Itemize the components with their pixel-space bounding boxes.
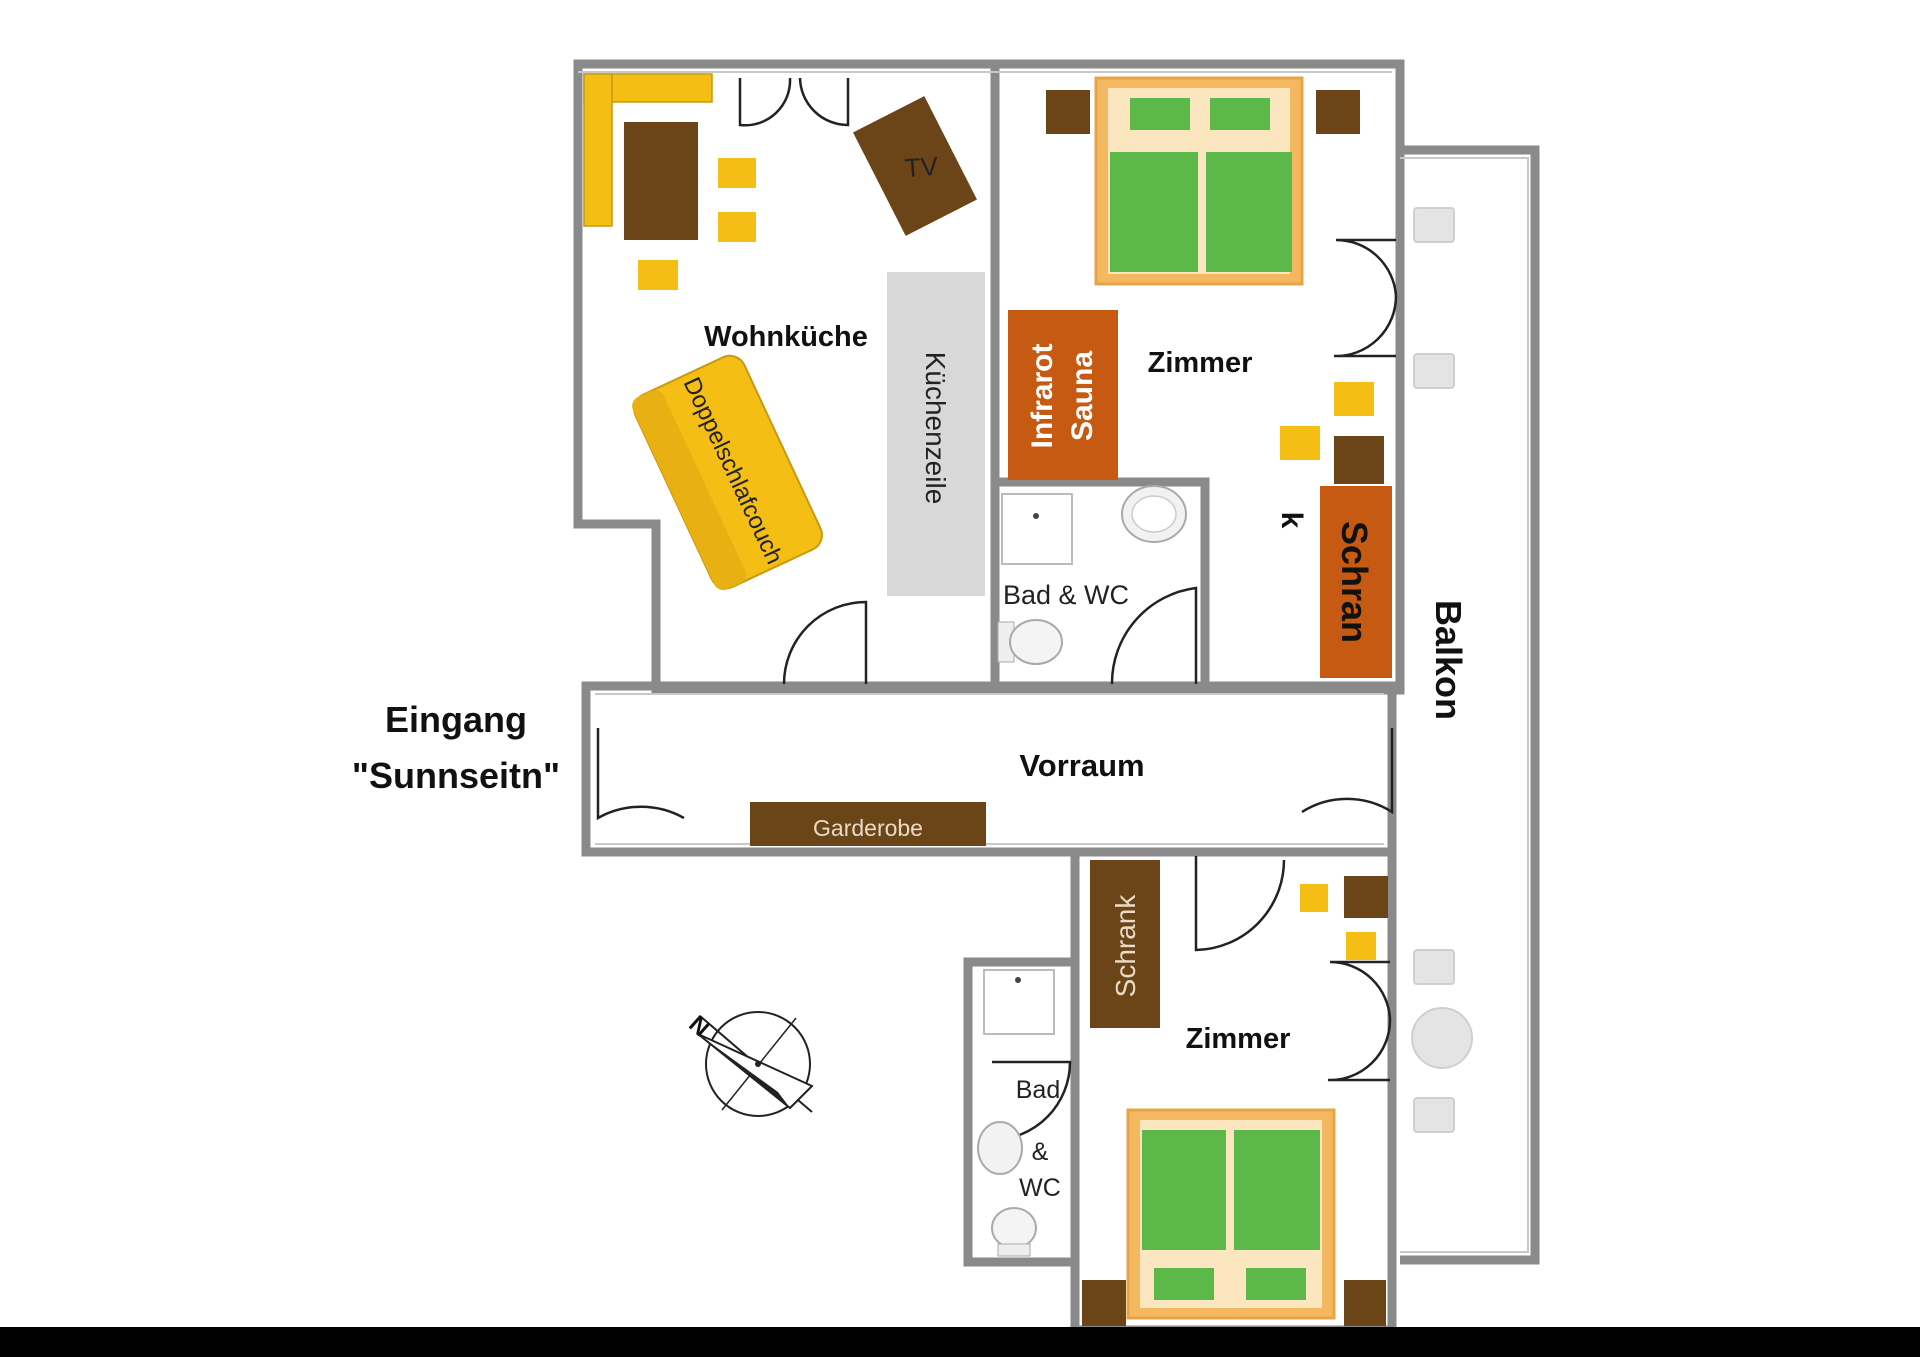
- door-kitchen-right: [798, 77, 850, 127]
- sink-bottom: [977, 1121, 1023, 1175]
- bottom-bar: [0, 1327, 1920, 1357]
- door-bad-top: [1110, 586, 1198, 685]
- room-label-bad-bottom-2: &: [1032, 1138, 1049, 1166]
- walls: [573, 59, 1540, 1335]
- bathtub-shower-top: [1001, 493, 1073, 565]
- bed-bottom: [1126, 1108, 1336, 1320]
- kuechenzeile: [887, 272, 985, 596]
- door-lower-bedroom: [1194, 856, 1286, 952]
- wall-bad-top: [995, 477, 1210, 690]
- chairs-top-bedroom: [1280, 382, 1374, 460]
- tv-label: TV: [904, 151, 940, 183]
- door-balcony-bottom-1: [1329, 960, 1392, 1021]
- door-balcony-bottom-2: [1327, 1019, 1392, 1082]
- schrank-top-label-k: k: [1275, 512, 1308, 529]
- door-kitchen-left: [738, 77, 792, 127]
- garderobe: [750, 802, 986, 846]
- sauna-label-line1: Infrarot: [1026, 343, 1059, 448]
- door-kitchen-vorraum: [782, 600, 868, 685]
- balcony-table: [1411, 1007, 1473, 1069]
- entrance-label-line1: Eingang: [385, 699, 527, 740]
- room-label-bad-bottom-3: WC: [1019, 1174, 1061, 1202]
- entrance-label-line2: "Sunnseitn": [352, 755, 560, 796]
- room-label-bad-wc-top: Bad & WC: [1003, 580, 1129, 610]
- compass-north-label: N: [684, 1011, 715, 1043]
- wall-vorraum: [581, 681, 1397, 857]
- toilet-top: [997, 619, 1063, 665]
- room-label-zimmer-bottom: Zimmer: [1186, 1023, 1291, 1055]
- infrarot-sauna: [1008, 310, 1118, 480]
- room-label-balkon: Balkon: [1428, 600, 1469, 720]
- door-balcony-top-1: [1335, 238, 1398, 297]
- room-label-bad-bottom-1: Bad: [1016, 1076, 1060, 1104]
- tv-cabinet: [853, 96, 977, 236]
- room-label-wohnkueche: Wohnküche: [704, 321, 868, 353]
- schrank-top-label: Schran: [1334, 521, 1375, 643]
- compass-icon: [697, 1011, 814, 1117]
- doppelschlafcouch: [632, 354, 823, 591]
- shower-bottom: [983, 969, 1055, 1035]
- dining-table: [624, 122, 698, 240]
- schrank-bottom-label: Schrank: [1110, 894, 1141, 998]
- balcony-chairs: [1413, 207, 1455, 1133]
- wall-balkon: [1400, 145, 1540, 1265]
- chairs-kitchen: [638, 158, 756, 290]
- desk-bottom-bedroom: [1344, 876, 1388, 918]
- nightstands-bottom: [1082, 1280, 1386, 1326]
- schrank-bottom: [1090, 860, 1160, 1028]
- room-label-vorraum: Vorraum: [1019, 748, 1144, 783]
- walls-inner-line: [578, 71, 1529, 1253]
- desk-top-bedroom: [1334, 436, 1384, 484]
- garderobe-label: Garderobe: [813, 815, 923, 841]
- bed-top: [1094, 76, 1304, 286]
- room-label-zimmer-top: Zimmer: [1148, 347, 1253, 379]
- nightstands-top: [1046, 90, 1360, 134]
- door-vorraum-right: [1301, 728, 1394, 815]
- corner-sofa: [583, 73, 713, 227]
- sink-top: [1121, 485, 1187, 543]
- sauna-label-line2: Sauna: [1066, 351, 1099, 441]
- kuechenzeile-label: Küchenzeile: [920, 352, 951, 505]
- wall-bad-bottom: [963, 957, 1075, 1267]
- toilet-bottom: [991, 1207, 1037, 1257]
- schrank-top: [1320, 486, 1392, 678]
- door-entrance: [596, 728, 685, 821]
- chairs-bottom-bedroom: [1300, 884, 1376, 960]
- door-balcony-top-2: [1333, 295, 1398, 358]
